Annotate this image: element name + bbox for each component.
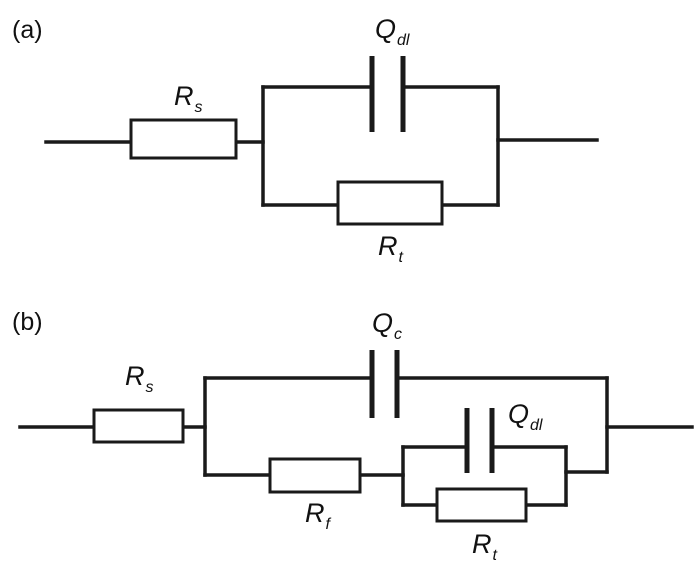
rt-label: Rt	[378, 231, 404, 266]
panel-a-tag: (a)	[12, 16, 43, 44]
resistor-rs-symbol	[129, 118, 238, 160]
resistor-rt-symbol	[336, 180, 444, 226]
panel-b: (b) Rs Qc Rf	[12, 308, 694, 564]
rf-label: Rf	[305, 498, 332, 533]
rs-label: Rs	[174, 81, 203, 116]
panel-b-wires	[18, 376, 694, 507]
resistor-rf-symbol	[268, 457, 362, 494]
qdl-label: Qdl	[375, 14, 410, 49]
qdl-label: Qdl	[508, 399, 543, 434]
rs-label: Rs	[125, 361, 154, 396]
qc-label: Qc	[372, 308, 402, 343]
rt-label: Rt	[472, 529, 498, 564]
panel-a-wires	[44, 85, 599, 207]
resistor-rt-symbol	[435, 487, 528, 523]
panel-a: (a) Rs Qdl Rt	[12, 14, 599, 266]
resistor-rs-symbol	[92, 408, 185, 444]
panel-b-tag: (b)	[12, 308, 43, 336]
